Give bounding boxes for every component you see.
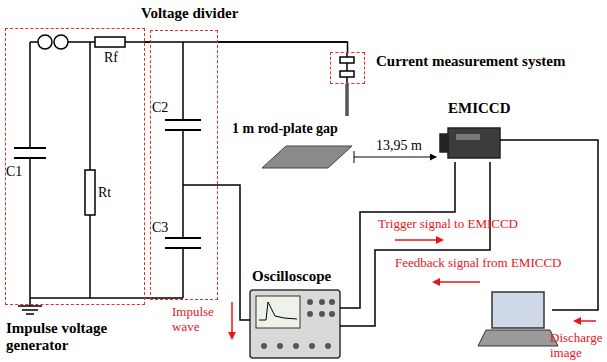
divider-wire	[183, 42, 218, 298]
waveform	[259, 302, 297, 320]
c1-wire	[29, 42, 31, 298]
signal-arrow	[575, 320, 596, 322]
signal-arrow	[395, 239, 442, 241]
ground-symbol	[18, 306, 42, 314]
laptop-screen	[492, 292, 544, 328]
camera-lens	[440, 134, 448, 152]
dimension-label: 13,95 m	[376, 138, 422, 154]
node-heading: Current measurement system	[376, 53, 565, 70]
signal-label: Discharge image	[550, 330, 606, 360]
camera-panel	[456, 134, 480, 140]
wire-connector	[340, 162, 490, 326]
oscilloscope-screen	[256, 296, 300, 328]
node-heading: EMICCD	[448, 100, 511, 117]
c1-symbol	[14, 148, 46, 158]
oscilloscope-body	[250, 290, 340, 358]
shunt-symbol	[340, 57, 354, 63]
signal-label: Feedback signal from EMICCD	[395, 255, 561, 270]
component-label: C3	[152, 220, 168, 236]
resistor-symbol	[85, 170, 95, 215]
component-label: C2	[152, 100, 168, 116]
node-heading: Voltage divider	[141, 5, 238, 22]
gap-label: 1 m rod-plate gap	[232, 121, 338, 137]
sensor-box: Current measurement system	[330, 52, 365, 84]
signal-arrow	[434, 281, 480, 283]
ground-plate	[262, 146, 352, 168]
resistor-symbol	[95, 37, 125, 47]
dimension-line	[354, 157, 436, 158]
wire-connector	[218, 185, 250, 320]
generator-box: Impulse voltage generator	[5, 28, 145, 305]
oscilloscope-node: Oscilloscope	[250, 290, 340, 358]
node-heading: Oscilloscope	[252, 268, 331, 285]
laptop-base	[478, 330, 558, 346]
node-heading: Impulse voltage generator	[6, 320, 146, 354]
wire-connector	[340, 162, 455, 308]
shunt-symbol	[340, 71, 354, 77]
camera-node: EMICCD	[440, 124, 505, 162]
component-label: Rf	[104, 50, 118, 66]
signal-label: Impulse wave	[172, 304, 227, 334]
component-label: C1	[6, 164, 22, 180]
component-label: Rt	[98, 185, 111, 201]
dimension-tick	[354, 151, 355, 163]
spark-gap	[38, 35, 52, 49]
rod-electrode	[345, 84, 349, 116]
signal-label: Trigger signal to EMICCD	[378, 216, 518, 231]
divider-box: Voltage divider	[150, 30, 218, 300]
signal-arrow	[231, 302, 233, 338]
capacitor-symbol	[165, 120, 201, 248]
wire-connector	[218, 42, 348, 52]
camera-body	[448, 128, 500, 158]
spark-gap	[54, 35, 68, 49]
